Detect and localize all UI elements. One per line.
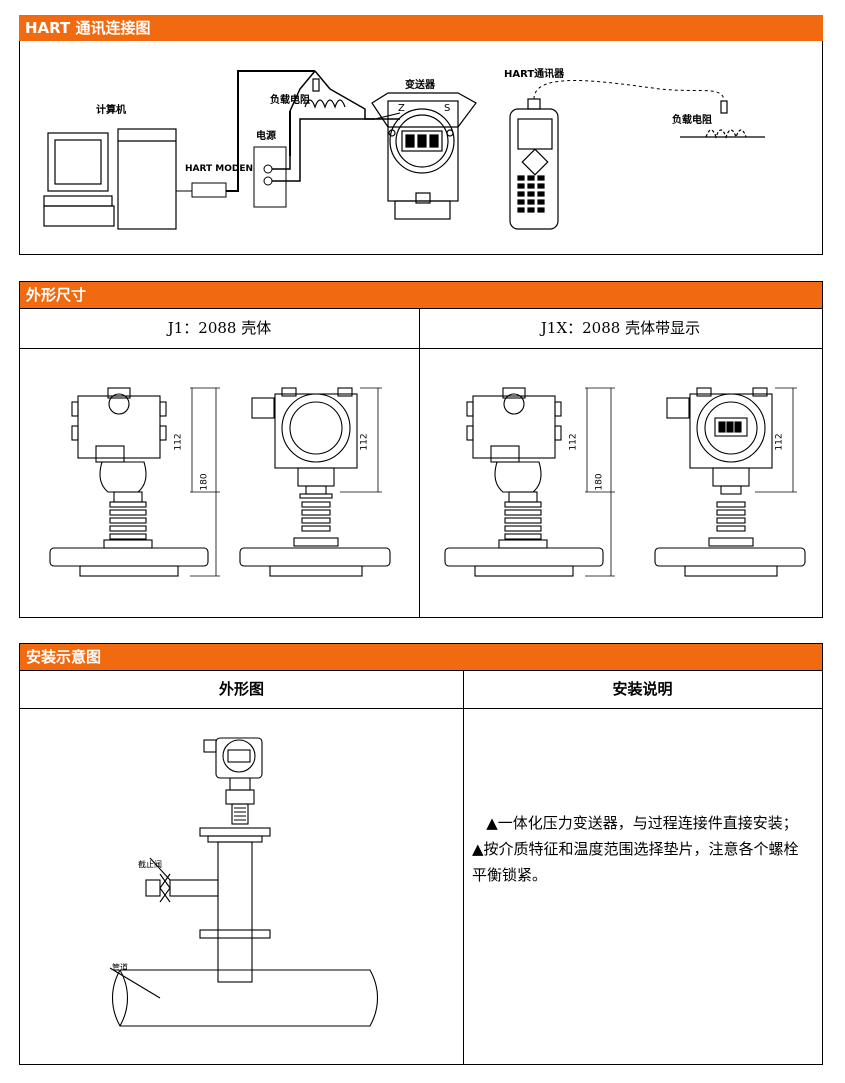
- communicator-label: HART通讯器: [504, 69, 565, 80]
- load-resistor-2-icon: [680, 100, 765, 139]
- dimension-drawings: [49, 387, 806, 577]
- terminal-s-label: S: [444, 103, 451, 114]
- dim-112-label-2: 112: [359, 433, 370, 451]
- computer-icon: [43, 128, 177, 230]
- transmitter-label: 变送器: [405, 80, 435, 91]
- hart-section-title: HART 通讯连接图: [19, 15, 823, 41]
- instruction-2: ▲按介质特征和温度范围选择垫片，注意各个螺栓平衡锁紧。: [472, 840, 799, 884]
- modem-icon: [191, 182, 227, 198]
- dim-180-label-1: 180: [199, 473, 210, 491]
- computer-label: 计算机: [96, 105, 126, 116]
- dim-112-label-3: 112: [568, 433, 579, 451]
- power-label: 电源: [256, 131, 276, 142]
- dims-col1-header: J1：2088 壳体: [20, 308, 420, 349]
- install-col2-header: 安装说明: [463, 670, 822, 709]
- transmitter-icon: [371, 92, 477, 220]
- dim-180-label-2: 180: [594, 473, 605, 491]
- install-drawing: [109, 737, 379, 1027]
- dimensions-panel: 外形尺寸 J1：2088 壳体 J1X：2088 壳体带显示: [19, 281, 823, 618]
- hart-connection-diagram: [43, 70, 765, 230]
- install-col1-header: 外形图: [20, 670, 464, 709]
- dim-112-label-4: 112: [774, 433, 785, 451]
- instruction-1: ▲一体化压力变送器，与过程连接件直接安装；: [486, 814, 798, 832]
- hart-diagram-panel: 计算机 HART MODEN 负载电阻 电源 变送器 Z S HART通讯器 负…: [19, 41, 823, 255]
- power-supply-icon: [253, 146, 287, 208]
- valve-label: 截止阀: [138, 860, 162, 869]
- terminal-z-label: Z: [398, 103, 405, 114]
- resistor-label: 负载电阻: [270, 95, 310, 106]
- install-instructions: ▲一体化压力变送器，与过程连接件直接安装； ▲按介质特征和温度范围选择垫片，注意…: [472, 810, 812, 888]
- resistor2-label: 负载电阻: [672, 115, 712, 126]
- modem-label: HART MODEN: [185, 164, 254, 174]
- hart-communicator-icon: [509, 98, 559, 230]
- dimensions-section-title: 外形尺寸: [20, 282, 822, 309]
- dims-col2-header: J1X：2088 壳体带显示: [419, 308, 822, 349]
- dim-112-label-1: 112: [173, 433, 184, 451]
- load-resistor-icon: [304, 78, 346, 109]
- install-section-title: 安装示意图: [20, 644, 822, 671]
- pipe-label: 管道: [112, 963, 128, 972]
- install-panel: 安装示意图 外形图 安装说明: [19, 643, 823, 1065]
